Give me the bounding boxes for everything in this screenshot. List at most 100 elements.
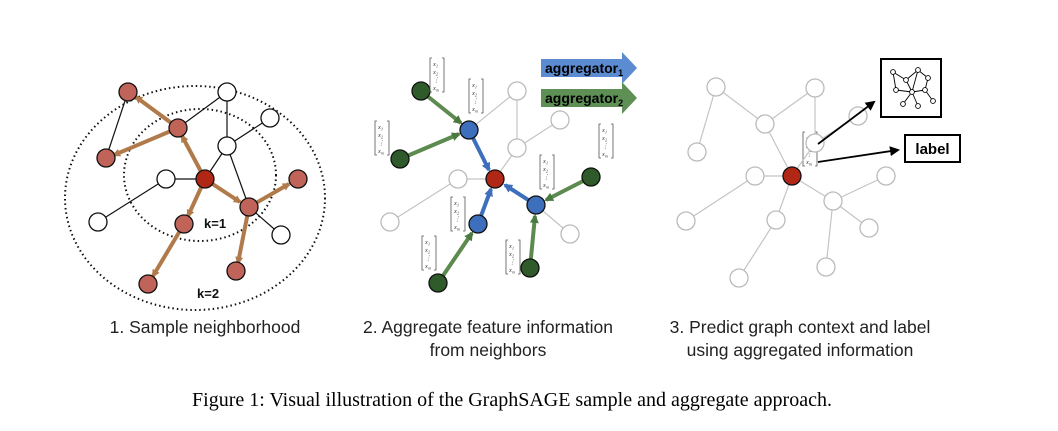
vector-entry: x1	[601, 127, 607, 135]
panel3-nodes	[676, 77, 896, 288]
target-node	[485, 169, 505, 189]
vector-entry: x2	[471, 90, 478, 98]
unsampled-node	[156, 169, 176, 189]
vector-entry: x2	[377, 132, 384, 140]
vector-entry: x1	[471, 82, 477, 90]
panel-2-caption-line-2: from neighbors	[430, 340, 547, 360]
vector-entry: xm	[471, 106, 479, 114]
arrow-to-graph-context	[817, 100, 876, 145]
aggregator-1-label: aggregator	[545, 60, 619, 76]
vector-entry: ⋮	[509, 259, 516, 266]
gray-node	[676, 211, 696, 231]
neighbor-node	[428, 273, 448, 293]
gray-node	[687, 142, 707, 162]
panel1-nodes	[88, 82, 308, 294]
vector-entry: x1	[377, 124, 383, 132]
gray-node	[766, 210, 786, 230]
vector-entry: x2	[424, 247, 431, 255]
vector-entry: ⋮	[425, 255, 432, 262]
vector-entry: x2	[508, 251, 515, 259]
unsampled-node	[217, 136, 237, 156]
vector-entry: ⋮	[806, 151, 813, 158]
gray-node	[823, 191, 843, 211]
gray-node	[805, 78, 825, 98]
vector-entry: ⋮	[472, 98, 479, 105]
vector-entry: ⋮	[454, 216, 461, 223]
hop1-node	[459, 120, 479, 140]
sampled-node	[288, 169, 308, 189]
neighbor-node	[581, 167, 601, 187]
vector-entry: xm	[601, 151, 609, 159]
gray-node	[550, 110, 570, 130]
vector-entry: x1	[542, 158, 548, 166]
unsampled-node	[260, 108, 280, 128]
gray-node	[859, 218, 879, 238]
panel-3-predict: label	[676, 58, 961, 288]
vector-entry: x2	[453, 208, 460, 216]
panel-3-caption-line-2: using aggregated information	[687, 340, 914, 360]
gray-node	[876, 166, 896, 186]
aggregator-2-sub: 2	[618, 98, 623, 108]
vector-entry: x2	[601, 135, 608, 143]
vector-entry: xm	[805, 159, 813, 167]
gray-node	[380, 212, 400, 232]
hop1-node	[526, 195, 546, 215]
vector-entry: xm	[424, 263, 432, 271]
k2-boundary	[64, 85, 326, 311]
sampled-node	[138, 274, 158, 294]
gray-node	[816, 257, 836, 277]
neighbor-node	[390, 149, 410, 169]
unsampled-node	[217, 82, 237, 102]
vector-entry: xm	[453, 224, 461, 232]
gray-node	[729, 268, 749, 288]
aggregator-1-arrow: aggregator1	[541, 52, 637, 84]
gray-node	[745, 166, 765, 186]
vector-entry: x2	[542, 166, 549, 174]
panel-2-aggregate: x1x2⋮xmx1x2⋮xmx1x2⋮xmx1x2⋮xmx1x2⋮xmx1x2⋮…	[374, 52, 818, 293]
sampled-node	[168, 118, 188, 138]
vector-entry: xm	[432, 85, 440, 93]
gray-node	[507, 138, 527, 158]
aggregator-1-sub: 1	[618, 68, 623, 78]
vector-entry: x1	[432, 61, 438, 69]
vector-entry: xm	[377, 148, 385, 156]
vector-entry: x1	[508, 243, 514, 251]
gray-node	[507, 81, 527, 101]
figure-caption: Figure 1: Visual illustration of the Gra…	[192, 389, 832, 411]
vector-entry: x1	[453, 200, 459, 208]
gray-node	[706, 77, 726, 97]
unsampled-node	[271, 225, 291, 245]
graph-context-icon	[880, 58, 942, 118]
sampled-node	[174, 214, 194, 234]
vector-entry: x2	[432, 69, 439, 77]
panel-2-caption-line-1: 2. Aggregate feature information	[363, 317, 613, 337]
neighbor-node	[520, 258, 540, 278]
k1-boundary	[123, 108, 277, 242]
vector-entry: ⋮	[433, 77, 440, 84]
aggregator-2-arrow: aggregator2	[541, 82, 637, 114]
vector-entry: xm	[508, 267, 516, 275]
hop1-node	[468, 214, 488, 234]
k2-label: k=2	[197, 286, 219, 301]
svg-text:aggregator1: aggregator1	[545, 60, 623, 78]
panel-3-caption-line-1: 3. Predict graph context and label	[670, 317, 931, 337]
sampled-node	[118, 82, 138, 102]
label-box: label	[904, 134, 961, 163]
gray-node	[448, 169, 468, 189]
aggregator-2-label: aggregator	[545, 90, 619, 106]
k1-label: k=1	[204, 216, 226, 231]
vector-entry: x1	[424, 239, 430, 247]
panel-1-sample-neighborhood: k=1 k=2	[64, 82, 326, 311]
gray-node	[805, 133, 825, 153]
target-node	[782, 166, 802, 186]
vector-entry: ⋮	[543, 174, 550, 181]
